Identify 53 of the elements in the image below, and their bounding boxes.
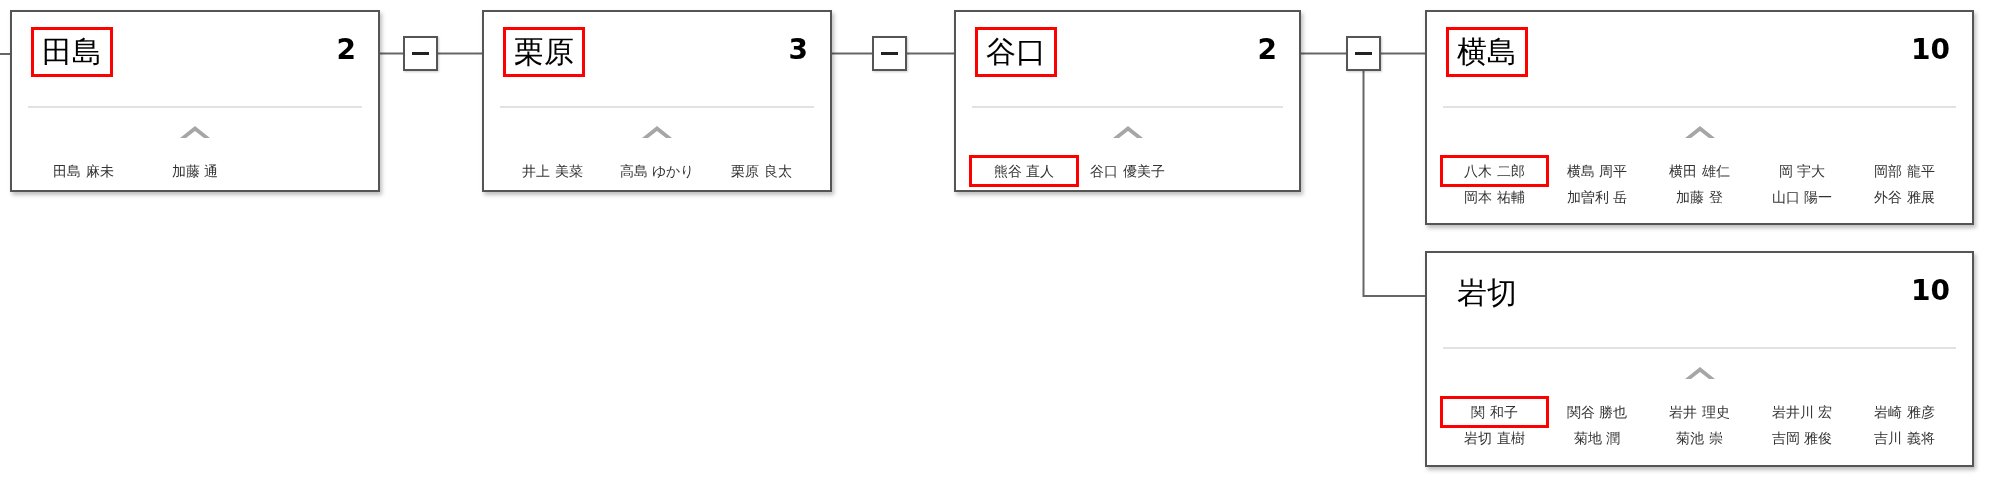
member-count: 3 [788, 32, 808, 68]
member-name: 栗原 良太 [730, 162, 793, 181]
member-name: 岩井 理史 [1668, 403, 1731, 422]
member-name: 熊谷 直人 [972, 158, 1076, 184]
member-count: 10 [1911, 32, 1950, 68]
group-card [10, 10, 380, 192]
member-name: 加藤 通 [170, 162, 220, 181]
connector-line [1380, 52, 1426, 55]
group-title: 谷口 [978, 30, 1054, 74]
member-name: 井上 美菜 [521, 162, 584, 181]
member-name: 横田 雄仁 [1668, 162, 1731, 181]
connector-line [831, 52, 873, 55]
connector-line [1300, 52, 1347, 55]
member-name: 吉岡 雅俊 [1770, 429, 1834, 448]
group-title: 栗原 [506, 30, 582, 74]
group-card [1425, 251, 1974, 467]
member-name: 谷口 優美子 [1089, 162, 1166, 181]
member-name: 高島 ゆかり [618, 162, 696, 181]
member-name: 加曽利 岳 [1565, 188, 1629, 207]
member-name: 岩井川 宏 [1770, 403, 1834, 422]
collapse-toggle [1346, 36, 1381, 71]
member-name: 菊地 潤 [1572, 429, 1622, 448]
member-name: 菊池 崇 [1675, 429, 1724, 448]
member-name: 岩切 直樹 [1463, 429, 1526, 448]
member-name: 八木 二郎 [1443, 158, 1546, 184]
member-count: 2 [1257, 32, 1277, 68]
member-name: 加藤 登 [1675, 188, 1724, 207]
connector-line [379, 52, 404, 55]
group-card [482, 10, 832, 192]
connector-line [437, 52, 483, 55]
member-name: 山口 陽一 [1770, 188, 1834, 207]
member-name: 岡部 龍平 [1873, 162, 1936, 181]
member-name: 田島 麻未 [52, 162, 115, 181]
member-count: 2 [336, 32, 356, 68]
member-name: 吉川 義将 [1873, 429, 1936, 448]
group-title: 横島 [1449, 30, 1525, 74]
connector-line [1362, 70, 1426, 297]
collapse-toggle [872, 36, 907, 71]
member-count: 10 [1911, 273, 1950, 309]
member-name: 関谷 勝也 [1565, 403, 1629, 422]
group-card [954, 10, 1301, 192]
member-name: 関 和子 [1443, 399, 1546, 425]
connector-line [0, 53, 11, 55]
member-name: 横島 周平 [1565, 162, 1629, 181]
member-name: 岡本 祐輔 [1463, 188, 1526, 207]
group-title: 岩切 [1456, 274, 1518, 312]
group-title: 田島 [34, 30, 110, 74]
member-name: 岡 宇大 [1777, 162, 1827, 181]
member-name: 外谷 雅展 [1873, 188, 1936, 207]
group-card [1425, 10, 1974, 225]
connector-line [906, 52, 955, 55]
collapse-toggle [403, 36, 438, 71]
member-name: 岩崎 雅彦 [1873, 403, 1936, 422]
